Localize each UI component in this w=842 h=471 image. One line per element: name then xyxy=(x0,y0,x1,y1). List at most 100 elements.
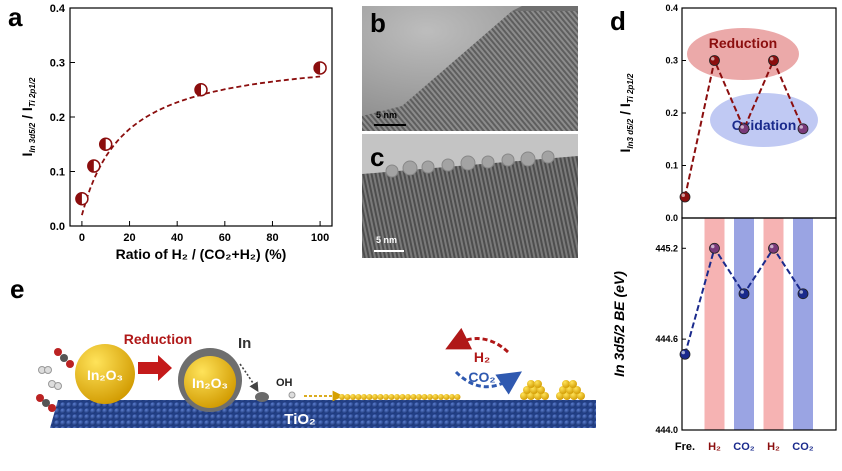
panel-c-letter: c xyxy=(370,142,385,172)
x-axis-label-a: Ratio of H₂ / (CO₂+H₂) (%) xyxy=(116,246,287,262)
fit-line-a xyxy=(81,75,321,216)
oxidation-ellipse xyxy=(710,93,818,147)
cluster-atom xyxy=(534,392,542,400)
in-atom xyxy=(255,392,269,402)
in-atom-row xyxy=(410,394,417,400)
data-point-d-bottom xyxy=(709,242,720,254)
in-atom-row xyxy=(394,394,400,400)
y-tick-label-d-top: 0.0 xyxy=(665,213,678,223)
scale-label-c: 5 nm xyxy=(376,235,398,245)
panel-a-letter: a xyxy=(8,2,23,32)
data-point-d-top xyxy=(679,191,691,203)
series-line-d-top xyxy=(684,57,804,198)
in-arrow-icon xyxy=(239,363,259,393)
x-tick-label-d-bottom: Fre. xyxy=(675,441,695,453)
x-tick-label-a: 60 xyxy=(219,232,231,244)
co2-molecule-icon xyxy=(54,348,74,368)
tio2-label: TiO₂ xyxy=(284,411,315,428)
y-tick-label-a: 0.4 xyxy=(50,3,66,15)
y-tick-label-d-top: 0.4 xyxy=(665,3,678,13)
data-point-a xyxy=(194,83,208,97)
panel-b-letter: b xyxy=(370,8,386,38)
data-point-d-bottom xyxy=(679,348,691,360)
x-tick-label-a: 20 xyxy=(123,232,135,244)
in-atom-row xyxy=(449,394,455,400)
cluster-atom xyxy=(577,392,585,400)
x-tick-label-d-bottom: H₂ xyxy=(767,441,780,453)
reduction-arrow-icon xyxy=(138,355,172,381)
y-tick-label-d-top: 0.3 xyxy=(665,56,678,66)
cluster-atom xyxy=(527,380,535,388)
oh-label: OH xyxy=(276,377,293,389)
tem-image-c: c 5 nm xyxy=(362,134,578,258)
in-atom-row xyxy=(366,394,373,400)
cluster-atom xyxy=(520,392,528,400)
cluster-atom xyxy=(527,392,535,400)
y-tick-label-d-bottom: 444.0 xyxy=(655,425,678,435)
in2o3-label-left: In₂O₃ xyxy=(87,367,123,383)
cluster-atom xyxy=(569,380,577,388)
in-monolayer xyxy=(339,394,461,400)
schematic-e: TiO₂ In₂O₃ Reduction In₂O₃ In OH H₂ CO₂ xyxy=(36,327,596,428)
data-point-d-top xyxy=(768,55,779,66)
y-tick-label-a: 0.0 xyxy=(50,221,65,233)
cluster-atom xyxy=(556,392,564,400)
in2o3-particle-left xyxy=(75,344,135,404)
x-tick-label-a: 40 xyxy=(171,232,183,244)
y-tick-label-a: 0.1 xyxy=(50,167,65,179)
cluster-atom xyxy=(541,392,549,400)
y-tick-label-d-bottom: 444.6 xyxy=(655,334,678,344)
in-atom-row xyxy=(416,394,422,400)
y-tick-label-d-top: 0.1 xyxy=(665,161,678,171)
x-tick-label-a: 80 xyxy=(266,232,278,244)
tem-lattice-c xyxy=(362,134,578,258)
data-point-d-top xyxy=(738,123,750,135)
data-point-a xyxy=(313,61,327,75)
in-atom-row xyxy=(355,394,362,400)
x-tick-label-d-bottom: H₂ xyxy=(708,441,721,453)
in-atom-row xyxy=(377,394,384,400)
cluster-atom xyxy=(523,386,531,394)
x-tick-label-a: 0 xyxy=(79,232,85,244)
y-tick-label-a: 0.2 xyxy=(50,112,65,124)
in-atom-row xyxy=(361,394,367,400)
co2-cycle-label: CO₂ xyxy=(468,369,495,385)
in-atom-row xyxy=(421,394,428,400)
h2-molecule-icon xyxy=(38,366,62,390)
y-tick-label-a: 0.3 xyxy=(50,58,65,70)
cluster-atom xyxy=(530,386,538,394)
data-point-d-bottom xyxy=(738,288,750,300)
band-co2 xyxy=(734,218,754,430)
band-co2 xyxy=(793,218,813,430)
tem-lattice-b xyxy=(362,6,578,131)
in-atom-row xyxy=(399,394,406,400)
in2o3-particle-right xyxy=(184,356,236,408)
data-point-d-bottom xyxy=(797,288,809,300)
oh-dot xyxy=(288,391,296,399)
reduction-annotation: Reduction xyxy=(709,35,777,51)
in-label: In xyxy=(238,335,251,352)
panel-d-letter: d xyxy=(610,6,626,36)
scale-label-b: 5 nm xyxy=(376,110,398,120)
panel-e-letter: e xyxy=(10,274,25,304)
in2o3-label-right: In₂O₃ xyxy=(192,375,228,391)
plot-frame-d-bottom xyxy=(681,217,837,431)
data-point-d-bottom xyxy=(768,242,779,254)
plot-frame-a xyxy=(69,7,333,227)
tem-image-b: b 5 nm xyxy=(362,6,578,131)
x-tick-label-d-bottom: CO₂ xyxy=(733,441,755,453)
in-atom-row xyxy=(427,394,433,400)
x-tick-label-d-bottom: CO₂ xyxy=(792,441,814,453)
y-tick-label-d-top: 0.2 xyxy=(665,108,678,118)
scale-bar-c xyxy=(374,250,404,252)
in-atom-row xyxy=(438,394,444,400)
cluster-atom xyxy=(566,386,574,394)
h2-arrow-icon xyxy=(445,327,510,354)
band-h2 xyxy=(763,218,784,430)
in-atom-row xyxy=(443,394,450,400)
in-atom-row xyxy=(454,394,461,400)
cluster-atom xyxy=(570,392,578,400)
h2-cycle-label: H₂ xyxy=(474,349,490,365)
in2o3-cluster-2 xyxy=(556,380,585,400)
